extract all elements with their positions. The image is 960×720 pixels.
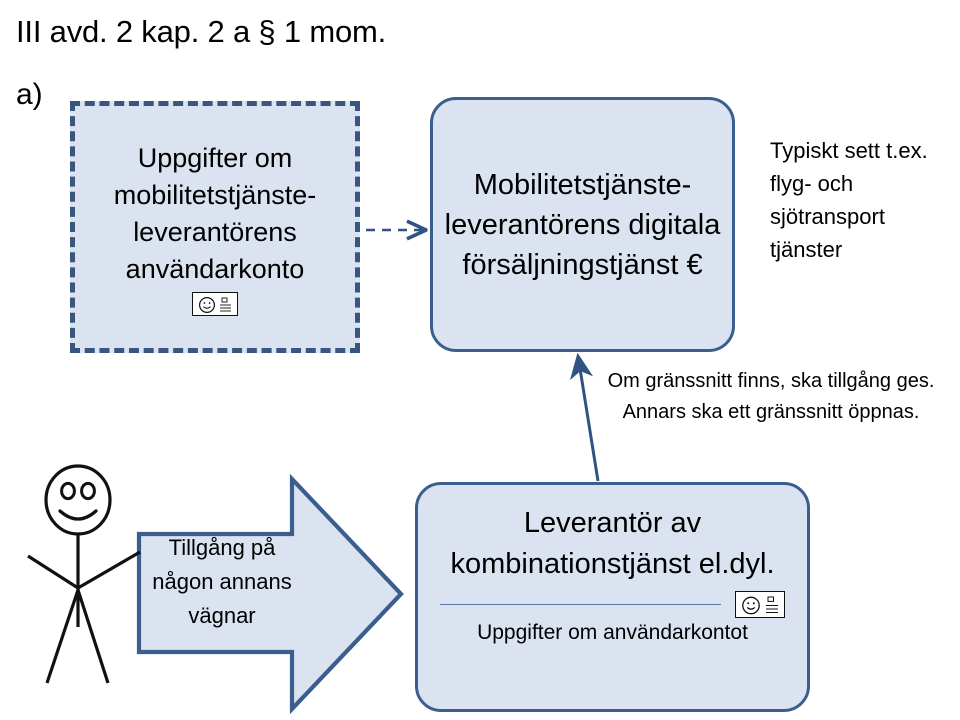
- stick-figure-person: [27, 464, 141, 684]
- divider: [440, 604, 721, 605]
- node-user-account-data[interactable]: Uppgifter om mobilitetstjänste-leverantö…: [70, 101, 360, 353]
- node-mobility-sales-service-label: Mobilitetstjänste-leverantörens digitala…: [444, 168, 721, 281]
- node-combination-service-provider-label: Leverantör av kombinationstjänst el.dyl.: [450, 507, 775, 580]
- page-title: III avd. 2 kap. 2 a § 1 mom.: [16, 14, 387, 49]
- id-card-icon: [735, 591, 785, 618]
- divider-row: [418, 591, 807, 618]
- block-arrow-access-on-behalf[interactable]: [136, 474, 404, 714]
- node-user-account-data-label: Uppgifter om mobilitetstjänste-leverantö…: [113, 143, 317, 284]
- node-combination-service-provider[interactable]: Leverantör av kombinationstjänst el.dyl.…: [415, 482, 810, 712]
- node-mobility-sales-service[interactable]: Mobilitetstjänste-leverantörens digitala…: [430, 97, 735, 352]
- note-typical-services: Typiskt sett t.ex. flyg- och sjötranspor…: [770, 138, 928, 262]
- up-arrow-icon: [570, 352, 600, 482]
- node-combination-service-provider-subtext: Uppgifter om användarkontot: [477, 621, 748, 644]
- list-item-label-a: a): [16, 78, 43, 111]
- id-card-icon: [192, 292, 238, 316]
- note-interface-rule: Om gränssnitt finns, ska tillgång ges. A…: [607, 370, 935, 423]
- block-arrow-label: Tillgång på någon annans vägnar: [152, 535, 292, 628]
